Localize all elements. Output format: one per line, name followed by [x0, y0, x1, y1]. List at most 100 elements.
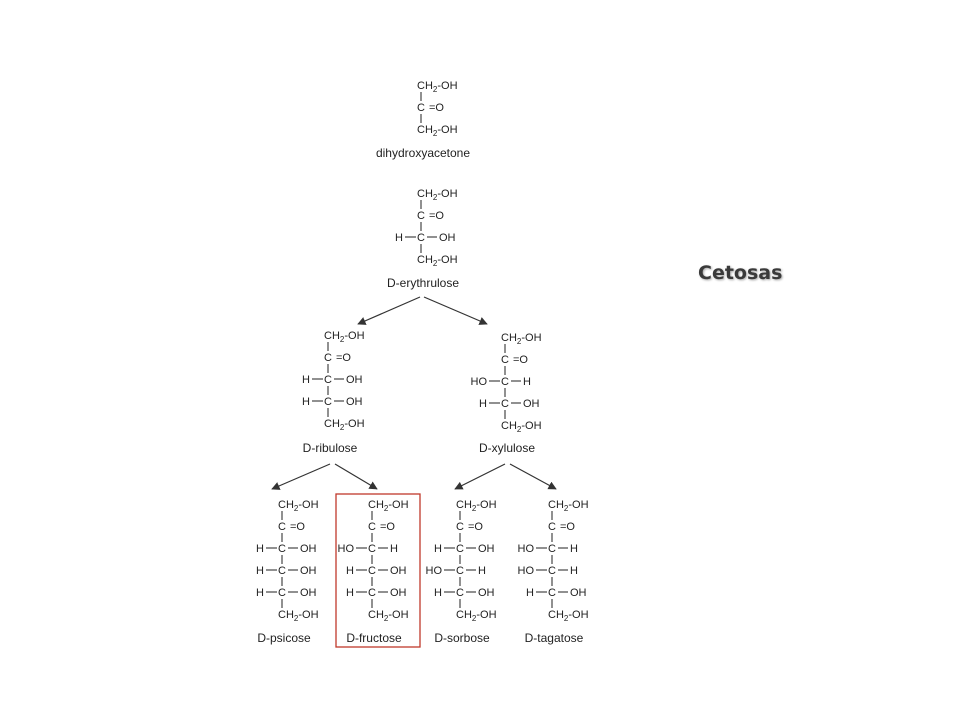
top-group-text: CH2-OH [324, 330, 365, 344]
left-substituent-text: H [302, 396, 310, 408]
right-substituent-text: OH [300, 587, 317, 599]
left-substituent-text: H [434, 587, 442, 599]
arrow-d-ribulose-to-d-psicose [271, 463, 331, 490]
chiral-carbon-text: C [456, 543, 464, 555]
arrow-d-erythrulose-to-d-ribulose [357, 296, 421, 325]
carbonyl-oxygen-text: =O [429, 210, 444, 222]
right-substituent-text: OH [346, 396, 363, 408]
right-substituent-text: H [523, 376, 531, 388]
molecules-layer: CH2-OHC=OCH2-OHdihydroxyacetoneCH2-OHC=O… [256, 80, 589, 648]
molecule-d-ribulose: CH2-OH C =O C H OH C H OH CH2-OH D-ribulose [302, 330, 365, 455]
right-substituent-text: OH [300, 543, 317, 555]
molecule-name-label: D-erythrulose [387, 276, 459, 290]
bottom-group-text: CH2-OH [368, 609, 409, 623]
bottom-group-text: CH2-OH [417, 124, 458, 138]
left-substituent-text: HO [518, 565, 535, 577]
molecule-name-label: D-ribulose [303, 441, 358, 455]
right-substituent-text: OH [478, 587, 495, 599]
right-substituent-text: OH [523, 398, 540, 410]
right-substituent-text: OH [346, 374, 363, 386]
chiral-carbon-text: C [501, 376, 509, 388]
carbonyl-oxygen-text: =O [336, 352, 351, 364]
chiral-carbon-text: C [456, 565, 464, 577]
right-substituent-text: H [478, 565, 486, 577]
bottom-group-text: CH2-OH [456, 609, 497, 623]
carbonyl-carbon-text: C [417, 102, 425, 114]
chiral-carbon-text: C [324, 396, 332, 408]
carbonyl-oxygen-text: =O [468, 521, 483, 533]
left-substituent-text: HO [426, 565, 443, 577]
chiral-carbon-text: C [501, 398, 509, 410]
molecule-name-label: dihydroxyacetone [376, 146, 470, 160]
carbonyl-carbon-text: C [278, 521, 286, 533]
left-substituent-text: HO [338, 543, 355, 555]
carbonyl-carbon-text: C [324, 352, 332, 364]
chiral-carbon-text: C [368, 565, 376, 577]
right-substituent-text: H [390, 543, 398, 555]
left-substituent-text: H [395, 232, 403, 244]
slide-title: Cetosas [698, 262, 783, 284]
top-group-text: CH2-OH [368, 499, 409, 513]
arrow-d-ribulose-to-d-fructose [334, 463, 378, 490]
chiral-carbon-text: C [548, 587, 556, 599]
chiral-carbon-text: C [368, 543, 376, 555]
bottom-group-text: CH2-OH [501, 420, 542, 434]
left-substituent-text: HO [471, 376, 488, 388]
carbonyl-carbon-text: C [368, 521, 376, 533]
top-group-text: CH2-OH [548, 499, 589, 513]
chiral-carbon-text: C [278, 587, 286, 599]
chiral-carbon-text: C [456, 587, 464, 599]
left-substituent-text: H [526, 587, 534, 599]
right-substituent-text: OH [570, 587, 587, 599]
left-substituent-text: H [256, 543, 264, 555]
chiral-carbon-text: C [324, 374, 332, 386]
chiral-carbon-text: C [548, 565, 556, 577]
left-substituent-text: HO [518, 543, 535, 555]
left-substituent-text: H [256, 587, 264, 599]
chiral-carbon-text: C [417, 232, 425, 244]
top-group-text: CH2-OH [456, 499, 497, 513]
bottom-group-text: CH2-OH [548, 609, 589, 623]
right-substituent-text: H [570, 565, 578, 577]
bottom-group-text: CH2-OH [324, 418, 365, 432]
arrow-d-erythrulose-to-d-xylulose [423, 296, 488, 325]
left-substituent-text: H [434, 543, 442, 555]
chiral-carbon-text: C [548, 543, 556, 555]
arrow-d-xylulose-to-d-sorbose [454, 463, 506, 490]
left-substituent-text: H [302, 374, 310, 386]
top-group-text: CH2-OH [417, 80, 458, 94]
carbonyl-oxygen-text: =O [380, 521, 395, 533]
right-substituent-text: H [570, 543, 578, 555]
carbonyl-carbon-text: C [417, 210, 425, 222]
chiral-carbon-text: C [368, 587, 376, 599]
left-substituent-text: H [346, 565, 354, 577]
carbonyl-oxygen-text: =O [513, 354, 528, 366]
top-group-text: CH2-OH [278, 499, 319, 513]
right-substituent-text: OH [439, 232, 456, 244]
top-group-text: CH2-OH [501, 332, 542, 346]
molecule-name-label: D-psicose [257, 631, 311, 645]
molecule-name-label: D-xylulose [479, 441, 535, 455]
molecule-name-label: D-fructose [346, 631, 402, 645]
right-substituent-text: OH [478, 543, 495, 555]
carbonyl-carbon-text: C [456, 521, 464, 533]
carbonyl-oxygen-text: =O [290, 521, 305, 533]
right-substituent-text: OH [390, 565, 407, 577]
carbonyl-carbon-text: C [501, 354, 509, 366]
top-group-text: CH2-OH [417, 188, 458, 202]
molecule-name-label: D-sorbose [434, 631, 490, 645]
bottom-group-text: CH2-OH [278, 609, 319, 623]
carbonyl-oxygen-text: =O [560, 521, 575, 533]
left-substituent-text: H [256, 565, 264, 577]
arrows-layer [271, 296, 557, 490]
right-substituent-text: OH [300, 565, 317, 577]
arrow-d-xylulose-to-d-tagatose [509, 463, 557, 490]
left-substituent-text: H [346, 587, 354, 599]
carbonyl-oxygen-text: =O [429, 102, 444, 114]
